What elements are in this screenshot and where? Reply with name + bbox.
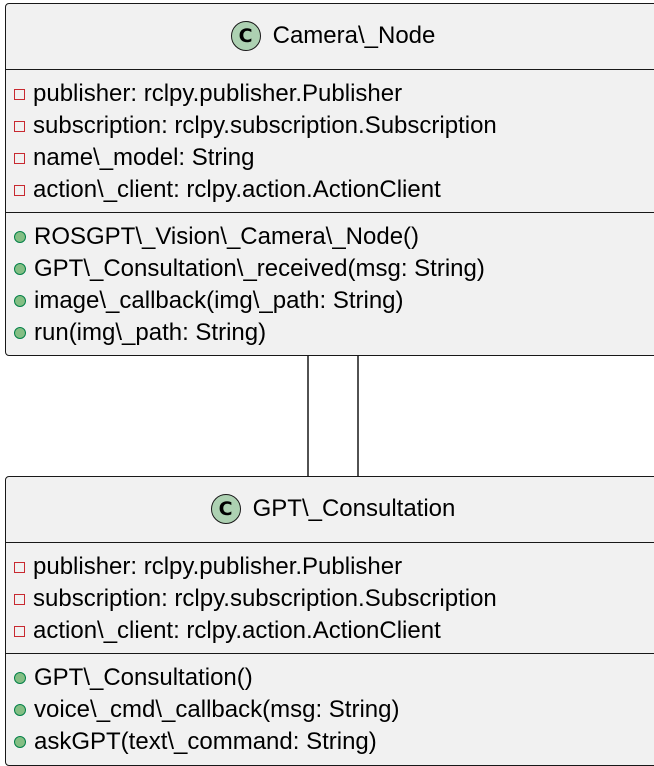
method-row: askGPT(text\_command: String) — [14, 726, 654, 758]
field-row: action\_client: rclpy.action.ActionClien… — [14, 174, 654, 206]
class-stereotype-icon: C — [230, 21, 261, 51]
field-text: publisher: rclpy.publisher.Publisher — [33, 553, 403, 580]
public-visibility-icon — [14, 263, 26, 275]
field-text: name\_model: String — [33, 144, 255, 171]
field-text: action\_client: rclpy.action.ActionClien… — [33, 617, 441, 644]
private-visibility-icon — [14, 120, 25, 132]
method-row: voice\_cmd\_callback(msg: String) — [14, 694, 654, 726]
method-text: ROSGPT\_Vision\_Camera\_Node() — [34, 223, 420, 250]
private-visibility-icon — [14, 625, 25, 637]
public-visibility-icon — [14, 295, 26, 307]
class-name: GPT\_Consultation — [252, 495, 456, 522]
class-camera-node[interactable]: C Camera\_Node publisher: rclpy.publishe… — [5, 3, 654, 356]
field-row: subscription: rclpy.subscription.Subscri… — [14, 583, 654, 615]
class-header: C GPT\_Consultation — [6, 477, 654, 543]
method-text: voice\_cmd\_callback(msg: String) — [34, 696, 400, 723]
method-text: askGPT(text\_command: String) — [34, 728, 377, 755]
private-visibility-icon — [14, 152, 25, 164]
method-text: image\_callback(img\_path: String) — [34, 287, 404, 314]
field-row: publisher: rclpy.publisher.Publisher — [14, 551, 654, 583]
class-name: Camera\_Node — [272, 22, 436, 49]
public-visibility-icon — [14, 672, 26, 684]
method-row: ROSGPT\_Vision\_Camera\_Node() — [14, 221, 654, 253]
public-visibility-icon — [14, 327, 26, 339]
class-gpt-consultation[interactable]: C GPT\_Consultation publisher: rclpy.pub… — [5, 476, 654, 766]
fields-section: publisher: rclpy.publisher.Publisher sub… — [6, 543, 654, 654]
field-text: subscription: rclpy.subscription.Subscri… — [33, 112, 497, 139]
method-text: GPT\_Consultation\_received(msg: String) — [34, 255, 485, 282]
field-row: action\_client: rclpy.action.ActionClien… — [14, 615, 654, 647]
class-stereotype-icon: C — [210, 494, 241, 524]
fields-section: publisher: rclpy.publisher.Publisher sub… — [6, 70, 654, 213]
private-visibility-icon — [14, 88, 25, 100]
public-visibility-icon — [14, 736, 26, 748]
field-row: name\_model: String — [14, 142, 654, 174]
methods-section: ROSGPT\_Vision\_Camera\_Node() GPT\_Cons… — [6, 213, 654, 355]
public-visibility-icon — [14, 704, 26, 716]
private-visibility-icon — [14, 184, 25, 196]
method-row: GPT\_Consultation() — [14, 662, 654, 694]
method-row: run(img\_path: String) — [14, 317, 654, 349]
field-row: publisher: rclpy.publisher.Publisher — [14, 78, 654, 110]
method-text: GPT\_Consultation() — [34, 664, 253, 691]
private-visibility-icon — [14, 561, 25, 573]
methods-section: GPT\_Consultation() voice\_cmd\_callback… — [6, 654, 654, 764]
public-visibility-icon — [14, 231, 26, 243]
method-row: image\_callback(img\_path: String) — [14, 285, 654, 317]
method-row: GPT\_Consultation\_received(msg: String) — [14, 253, 654, 285]
field-row: subscription: rclpy.subscription.Subscri… — [14, 110, 654, 142]
field-text: publisher: rclpy.publisher.Publisher — [33, 80, 403, 107]
private-visibility-icon — [14, 593, 25, 605]
class-header: C Camera\_Node — [6, 4, 654, 70]
field-text: action\_client: rclpy.action.ActionClien… — [33, 176, 441, 203]
field-text: subscription: rclpy.subscription.Subscri… — [33, 585, 497, 612]
method-text: run(img\_path: String) — [34, 319, 267, 346]
